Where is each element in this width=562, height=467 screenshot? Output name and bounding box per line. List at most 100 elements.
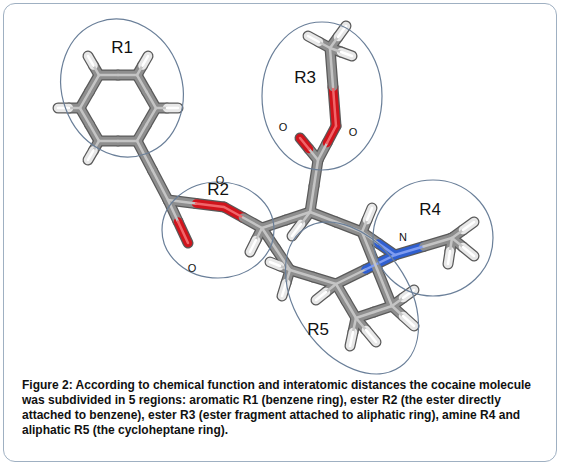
bond-stick [99,135,118,146]
bond-stick [346,301,356,318]
bond-stick [310,186,314,212]
bond-stick [313,277,336,284]
bond-stick [143,56,149,66]
bond-stick [366,330,376,342]
bond-outline [58,26,474,346]
region-label: R5 [307,320,329,340]
bond-stick [80,92,90,108]
bond-stick [90,75,100,91]
bond-stick [300,138,309,149]
bond-stick [366,330,376,342]
bond-stick [118,140,137,143]
region-label: R3 [294,68,316,88]
bond-stick [196,204,224,208]
bond-stick [450,238,452,251]
bond-stick [292,224,301,236]
bond-stick [137,124,147,140]
bond-stick [346,301,356,318]
bond-stick [313,277,336,284]
bond-stick [356,318,366,330]
bond-stick [88,150,94,160]
bond-stick [336,284,346,301]
bond-stick [392,298,403,306]
bond-fill [58,26,474,346]
bond-stick [392,306,403,316]
bond-stick [353,318,356,332]
bond-stick [318,143,327,160]
bond-stick [308,36,319,42]
bond-stick [88,56,94,66]
bond-stick [319,42,330,48]
bond-stick [137,75,147,91]
bond-stick [282,283,286,296]
bond-stick [153,170,169,200]
bond-stick [330,48,333,87]
ellipse-shape [42,2,203,175]
ellipse-outline [296,214,408,382]
bond-stick [178,222,188,244]
region-ellipse: R4 [373,180,493,296]
bond-stick [88,56,94,66]
bond-stick [395,247,424,256]
bond-stick [314,160,318,186]
bond-stick [367,208,372,220]
atom-label: O [279,121,288,133]
bond-stick [224,207,243,218]
bond-stick [448,251,450,264]
bond-stick [392,306,403,316]
bond-stick [80,92,90,108]
bond-stick [118,135,137,146]
bond-stick [341,52,352,56]
bond-stick [292,224,301,236]
bond-stick [292,224,301,236]
region-label: R4 [419,200,441,220]
bond-stick [403,316,414,326]
bond-stick [147,92,157,108]
bond-stick [374,306,392,312]
bond-stick [452,230,463,238]
bond-stick [395,247,424,256]
region-ellipse: R5 [296,214,408,382]
bond-stick [356,312,374,318]
bond-stick [147,92,157,108]
bond-stick [90,75,100,91]
bond-stick [196,204,224,208]
bond-stick [290,270,313,277]
bond-stick [88,56,94,66]
bond-stick [250,240,256,252]
bond-stick [153,170,169,200]
bond-stick [330,37,338,48]
bond-stick [243,218,262,229]
bond-stick [367,208,372,220]
atom-label: O [349,126,358,138]
bond-stick [250,240,256,252]
atom-label: O [188,262,197,274]
bond-stick [452,238,463,247]
bond-stick [463,222,474,230]
bond-stick [309,149,318,160]
bond-stick [379,244,396,256]
bond-stick [350,332,353,346]
bond-stick [310,186,314,212]
bond-stick [362,220,367,232]
bond-stick [178,222,188,244]
bond-stick [290,270,313,277]
bond-stick [308,36,319,42]
bond-stick [310,212,336,222]
bond-stick [90,124,100,140]
bond-stick [377,269,392,306]
bond-stick [313,277,336,284]
bond-stick [178,222,188,244]
bond-stick [270,262,280,266]
bond-stick [143,56,149,66]
ellipse-outline [262,22,382,170]
bond-stick [156,107,167,110]
bond-stick [350,332,353,346]
bond-stick [99,70,118,81]
bond-stick [224,207,243,218]
bond-stick [147,108,157,124]
bond-stick [452,230,463,238]
bond-stick [69,107,80,110]
bond-stick [310,212,336,222]
